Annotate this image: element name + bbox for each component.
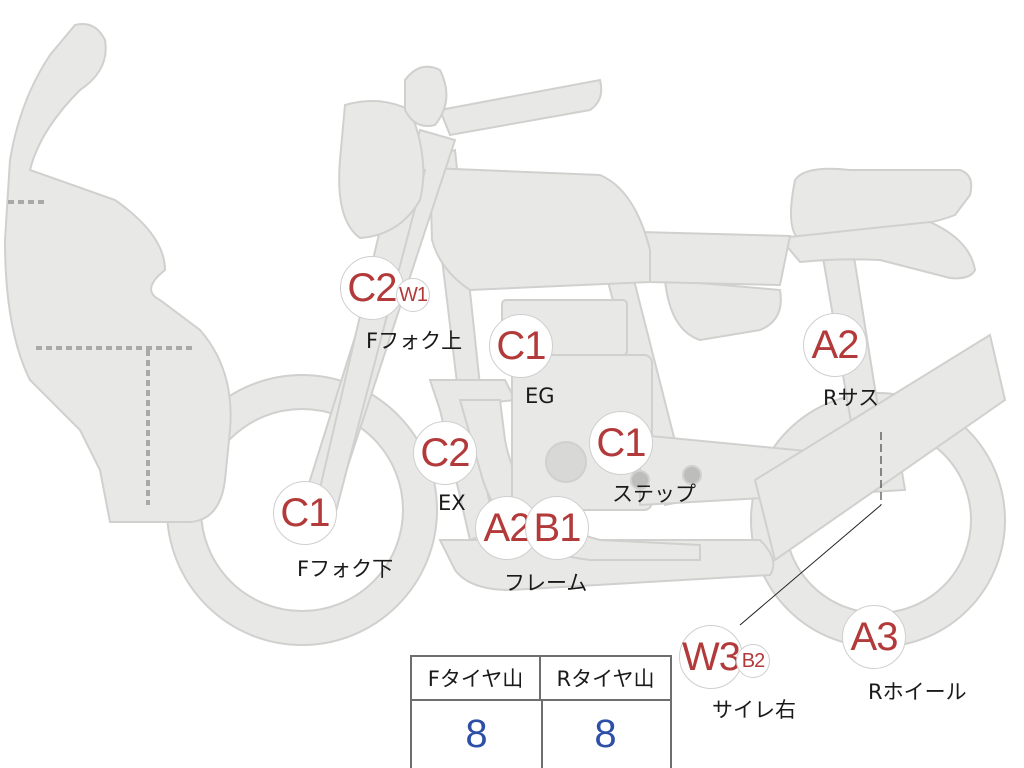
peg-1: [630, 470, 650, 490]
mirror: [404, 65, 448, 127]
label-step: ステップ: [612, 482, 696, 506]
front-tread-value: 8: [412, 701, 543, 768]
fairing: [3, 23, 232, 523]
marker-eg-c1: C1: [489, 314, 553, 378]
silencer: [753, 333, 1007, 562]
marker-ffork-top-c2: C2: [340, 256, 404, 320]
marker-silencer-b2: B2: [736, 644, 770, 678]
label-eg: EG: [525, 384, 555, 408]
tail: [638, 230, 792, 287]
label-frame: フレーム: [504, 571, 588, 595]
handlebar: [438, 78, 603, 137]
rear-tread-value: 8: [594, 712, 617, 756]
fuel-tank: [428, 166, 651, 292]
front-tread-header: Fタイヤ山: [412, 657, 541, 701]
side-cover: [663, 278, 782, 342]
marker-step-c1: C1: [589, 411, 653, 475]
marker-ex-c2: C2: [413, 421, 477, 485]
marker-ffork-bottom-c1: C1: [273, 481, 337, 545]
engine-cover: [545, 441, 587, 483]
marker-rwheel-a3: A3: [842, 605, 906, 669]
label-rsus: Rサス: [823, 386, 880, 410]
label-ffork-bottom: Fフォク下: [297, 557, 394, 581]
marker-rsus-a2: A2: [803, 313, 867, 377]
label-ffork-top: Fフォク上: [366, 329, 463, 353]
marker-frame-b1: B1: [525, 496, 589, 560]
marker-silencer-w3: W3: [679, 625, 743, 689]
rear-fender: [778, 220, 977, 280]
label-ex: EX: [438, 491, 466, 515]
tire-tread-table: Fタイヤ山 Rタイヤ山 8 8: [410, 655, 672, 768]
label-silencer-right: サイレ右: [712, 698, 796, 722]
rear-tread-header: Rタイヤ山: [541, 657, 670, 701]
marker-ffork-top-w1: W1: [396, 278, 430, 312]
peg-2: [682, 465, 702, 485]
headlight: [338, 100, 425, 240]
label-rwheel: Rホイール: [868, 680, 967, 704]
